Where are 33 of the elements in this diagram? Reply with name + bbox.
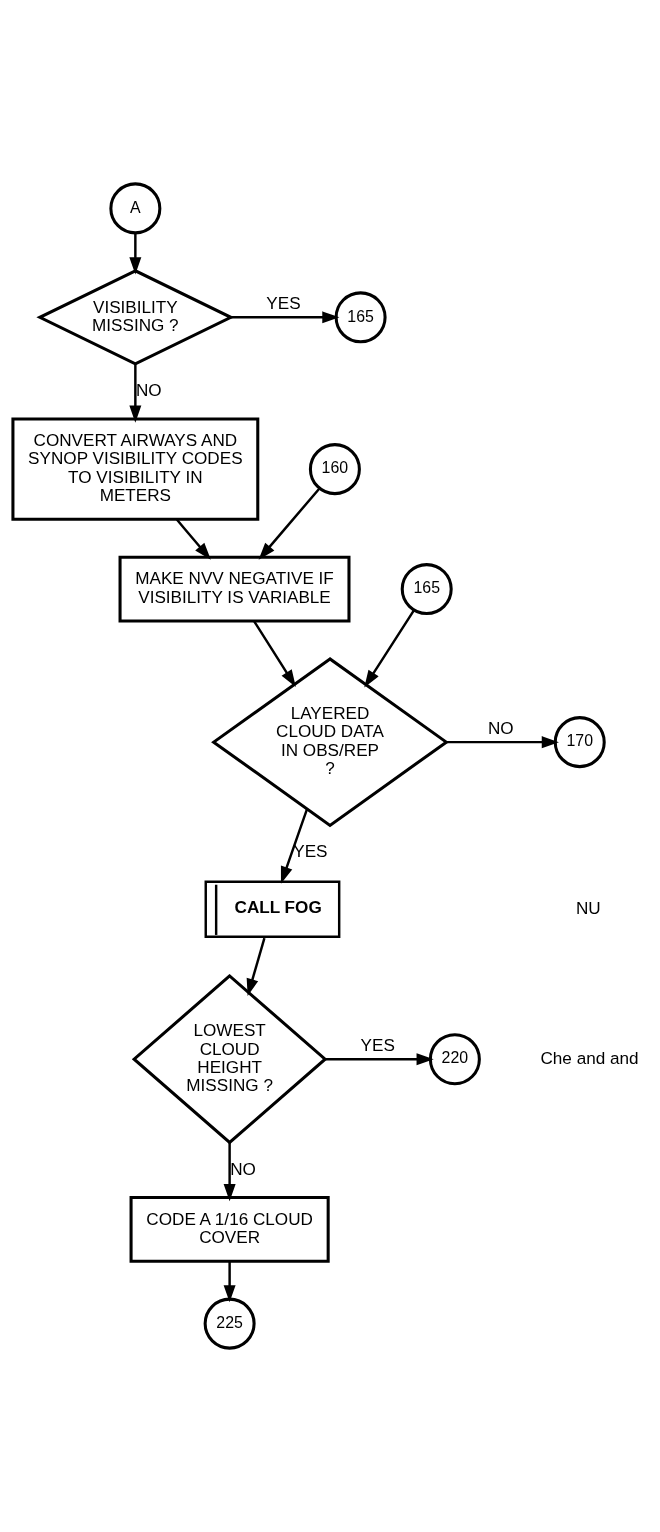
arrow [223, 1261, 236, 1303]
node-diamond: LAYERED CLOUD DATA IN OBS/REP ? [211, 657, 449, 828]
node-diamond: LOWEST CLOUD HEIGHT MISSING ? [131, 973, 328, 1145]
arrow [253, 620, 296, 688]
node-circle: 170 [553, 716, 606, 769]
node-box: CODE A 1/16 CLOUD COVER [129, 1196, 330, 1263]
arrow [175, 518, 211, 560]
node-circle: A [109, 182, 162, 235]
node-circle: 160 [308, 443, 361, 496]
arrow [223, 1142, 236, 1202]
node-box: CONVERT AIRWAYS AND SYNOP VISIBILITY CODES TO VISIBILITY IN METERS [11, 417, 260, 521]
edge-label: NO [487, 717, 514, 738]
arrow [230, 311, 340, 324]
arrow [129, 364, 142, 423]
arrow [446, 736, 559, 749]
arrow [364, 609, 415, 688]
node-box: MAKE NVV NEGATIVE IF VISIBILITY IS VARIABLE [118, 555, 351, 623]
arrow [129, 233, 142, 275]
arrow [280, 808, 309, 884]
node-circle: 220 [428, 1033, 481, 1086]
edge-label: YES [266, 293, 301, 314]
node-circle: 165 [400, 563, 453, 616]
edge-label: NO [135, 379, 162, 400]
edge-label: YES [360, 1034, 395, 1055]
edge-label: NO [230, 1158, 256, 1179]
node-circle: 165 [334, 291, 387, 344]
edge-label: YES [293, 841, 328, 862]
label: NU [575, 897, 601, 918]
arrow [246, 937, 266, 996]
node-circle: 225 [203, 1297, 256, 1350]
arrow [258, 487, 321, 560]
arrow [325, 1053, 434, 1066]
label: Che and and [540, 1047, 639, 1068]
